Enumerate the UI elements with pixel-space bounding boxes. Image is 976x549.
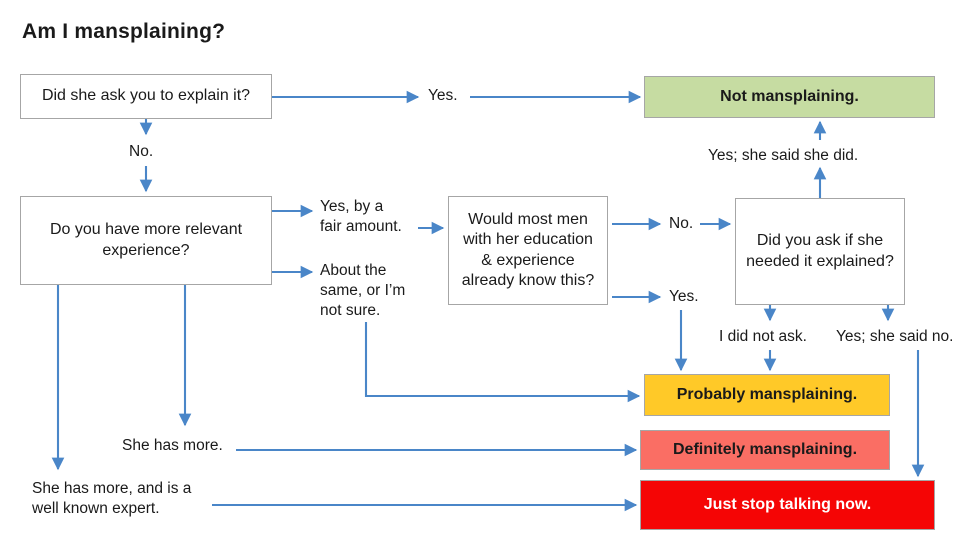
node-label: Would most men with her education & expe… xyxy=(461,210,595,289)
edge-label-yes-she-said-no: Yes; she said no. xyxy=(836,328,954,345)
edge-label-yes-she-said-she-did: Yes; she said she did. xyxy=(708,147,859,164)
node-outcome-definitely-mansplaining[interactable]: Definitely mansplaining. xyxy=(640,430,890,470)
edge-label-yes-middle: Yes. xyxy=(669,288,699,305)
node-outcome-probably-mansplaining[interactable]: Probably mansplaining. xyxy=(644,374,890,416)
edge-label-yes-top: Yes. xyxy=(428,87,458,104)
edge-label-she-has-more-well-known-expert: She has more, and is a well known expert… xyxy=(32,480,192,518)
edge-aboutsame-to-probably xyxy=(364,322,641,403)
node-label: Did she ask you to explain it? xyxy=(41,87,251,105)
edge-label-no-middle: No. xyxy=(669,215,694,232)
node-label: Not mansplaining. xyxy=(720,87,859,105)
node-did-she-ask-you-to-explain[interactable]: Did she ask you to explain it? xyxy=(20,74,272,119)
node-label: Just stop talking now. xyxy=(703,495,872,513)
node-outcome-not-mansplaining[interactable]: Not mansplaining. xyxy=(644,76,935,118)
node-label: Do you have more relevant experience? xyxy=(49,221,243,259)
edge-label-about-the-same: About the same, or I’m not sure. xyxy=(320,262,406,320)
node-do-you-have-more-relevant-experience[interactable]: Do you have more relevant experience? xyxy=(20,196,272,285)
edge-label-she-has-more: She has more. xyxy=(122,437,223,454)
node-label: Definitely mansplaining. xyxy=(672,440,858,458)
node-label: Probably mansplaining. xyxy=(676,385,858,403)
page-title: Am I mansplaining? xyxy=(22,20,226,43)
edge-label-i-did-not-ask: I did not ask. xyxy=(719,328,807,345)
edge-label-no-left: No. xyxy=(129,143,154,160)
node-did-you-ask-if-she-needed-it-explained[interactable]: Did you ask if she needed it explained? xyxy=(735,198,905,305)
node-label: Did you ask if she needed it explained? xyxy=(746,232,894,270)
node-would-most-men-already-know[interactable]: Would most men with her education & expe… xyxy=(448,196,608,305)
node-outcome-just-stop-talking-now[interactable]: Just stop talking now. xyxy=(640,480,935,530)
edge-label-yes-by-a-fair-amount: Yes, by a fair amount. xyxy=(320,198,402,236)
